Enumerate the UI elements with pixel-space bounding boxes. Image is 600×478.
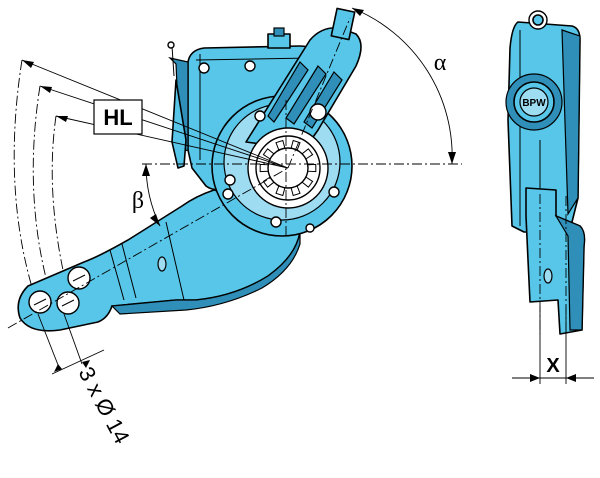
hl-text: HL <box>103 105 132 130</box>
bolt-6 <box>270 216 282 228</box>
bolt-3 <box>254 110 266 122</box>
front-view: BPW X <box>505 10 594 384</box>
alpha-label: α <box>434 50 447 76</box>
clevis-pin <box>309 103 327 121</box>
holes-label: 3 x Ø 14 <box>74 363 135 448</box>
bolt-8 <box>305 223 315 233</box>
alpha-dimension <box>351 7 456 165</box>
bolt-7 <box>328 186 340 198</box>
front-lever-side <box>554 214 586 331</box>
mounting-holes <box>28 266 91 315</box>
x-dimension: X <box>512 306 594 384</box>
grease-nipple <box>167 41 175 49</box>
x-label: X <box>546 355 560 377</box>
lever-arm-shadow <box>110 231 301 315</box>
beta-dimension <box>142 163 161 227</box>
side-view: HL α β 3 x Ø 14 <box>7 7 462 448</box>
hole-dimension <box>37 313 105 375</box>
hl-leaders <box>21 59 289 169</box>
upper-arm-slots <box>267 61 309 123</box>
hole-reference-arcs <box>13 59 71 313</box>
bolt-2 <box>244 60 256 72</box>
front-lever-slot <box>543 268 553 284</box>
bolt-4 <box>224 174 236 186</box>
beta-label: β <box>132 188 144 214</box>
housing-bolts <box>198 60 340 233</box>
bolt-5 <box>222 188 234 200</box>
bolt-1 <box>198 62 210 74</box>
bpw-logo: BPW <box>522 98 546 109</box>
cap-bolt <box>273 27 285 37</box>
front-body-side <box>561 29 581 216</box>
spline-tooth <box>307 163 317 173</box>
hl-label: HL <box>93 99 143 135</box>
spline-tooth <box>259 163 269 173</box>
lever-slot <box>157 256 167 272</box>
arm-clevis <box>330 7 356 41</box>
